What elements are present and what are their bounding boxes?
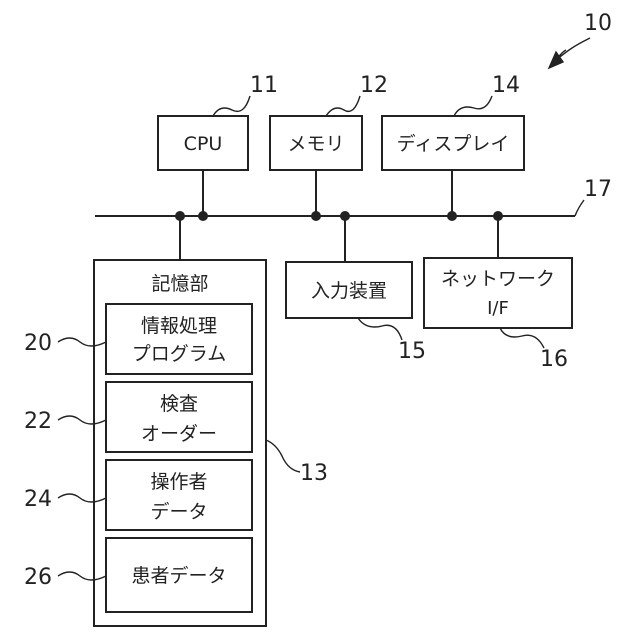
storage-item-program-line1: 情報処理: [141, 315, 217, 337]
display-junction: [447, 211, 457, 221]
cpu-junction: [198, 211, 208, 221]
input-device-junction: [340, 211, 350, 221]
storage-ref-label: 13: [300, 461, 328, 486]
storage-item-program-ref: 20: [24, 331, 52, 356]
memory-junction: [311, 211, 321, 221]
system-ref-arrow: [556, 38, 590, 60]
cpu-label: CPU: [184, 133, 223, 155]
storage-item-order-line1: 検査: [160, 393, 198, 415]
cpu-leader: [213, 96, 250, 116]
network-if-leader: [500, 328, 544, 348]
storage-leader: [266, 440, 300, 472]
input-device-label: 入力装置: [311, 280, 387, 302]
memory-ref-label: 12: [360, 73, 388, 98]
system-ref-label: 10: [584, 11, 612, 36]
storage-item-patient-line1: 患者データ: [131, 565, 226, 587]
network-if-ref-label: 16: [540, 347, 568, 372]
storage-item-order-ref: 22: [24, 409, 52, 434]
network-if-label-line1: ネットワーク: [441, 268, 555, 290]
input-device-leader: [358, 318, 402, 340]
storage-item-operator-ref: 24: [24, 487, 52, 512]
network-if-label-line2: I/F: [487, 298, 509, 319]
bus-leader: [575, 200, 584, 216]
cpu-ref-label: 11: [250, 73, 278, 98]
memory-label: メモリ: [287, 133, 344, 155]
input-device-ref-label: 15: [398, 339, 426, 364]
storage-item-operator-line2: データ: [150, 501, 207, 523]
display-ref-label: 14: [492, 73, 520, 98]
memory-leader: [326, 96, 360, 116]
storage-label: 記憶部: [151, 273, 208, 295]
storage-item-patient-ref: 26: [24, 565, 52, 590]
bus-ref-label: 17: [584, 177, 612, 202]
network-if-junction: [493, 211, 503, 221]
storage-junction: [175, 211, 185, 221]
storage-item-program-line2: プログラム: [132, 343, 226, 365]
display-label: ディスプレイ: [397, 133, 510, 155]
display-leader: [454, 96, 492, 116]
storage-item-order-line2: オーダー: [141, 423, 217, 445]
storage-item-operator-line1: 操作者: [150, 471, 207, 493]
